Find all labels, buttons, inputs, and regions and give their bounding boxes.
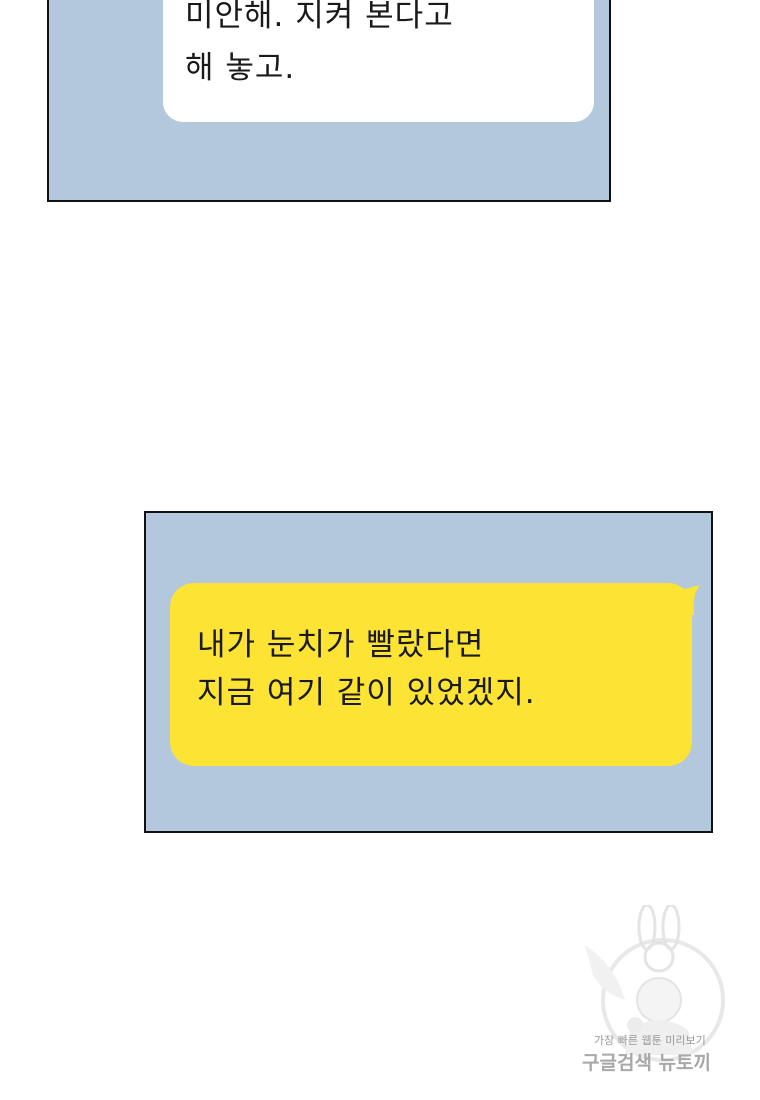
white-speech-bubble: 미안해. 지켜 본다고 해 놓고.	[163, 0, 594, 122]
bunny-mascot-watermark-icon	[585, 905, 725, 1062]
yellow-speech-bubble: 내가 눈치가 빨랐다면 지금 여기 같이 있었겠지.	[170, 583, 692, 766]
watermark-tagline: 가장 빠른 웹툰 미리보기	[594, 1034, 706, 1047]
bubble-line-1: 미안해. 지켜 본다고	[185, 0, 454, 34]
bubble-line-1: 내가 눈치가 빨랐다면	[197, 627, 485, 663]
bubble-line-2: 해 놓고.	[185, 50, 296, 86]
watermark-brand: 구글검색 뉴토끼	[582, 1052, 711, 1074]
bubble-line-2: 지금 여기 같이 있었겠지.	[197, 675, 536, 711]
